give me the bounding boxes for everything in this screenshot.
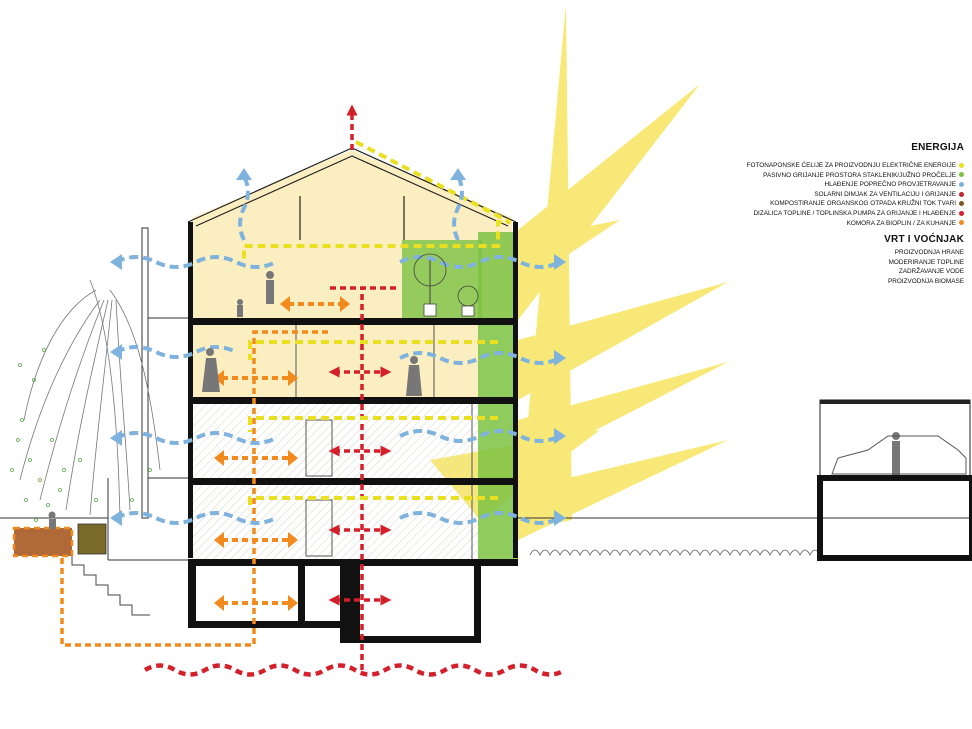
people-silhouettes: [48, 271, 900, 529]
legend-item: KOMORA ZA BIOPLIN / ZA KUHANJE: [664, 219, 964, 229]
legend-dot: [959, 191, 964, 197]
legend-garden-list: PROIZVODNJA HRANE MODERIRANJE TOPLINE ZA…: [664, 248, 964, 286]
legend-item: ZADRŽAVANJE VODE: [898, 268, 964, 276]
ground-heat-loop: [143, 663, 567, 677]
legend-dot: [959, 172, 964, 178]
heat-distribution-arrows: [222, 302, 342, 605]
legend-item-label: KOMPOSTIRANJE ORGANSKOG OTPADA KRUŽNI TO…: [770, 200, 956, 208]
pv-wiring: [242, 140, 511, 510]
legend-item-label: DIZALICA TOPLINE / TOPLINSKA PUMPA ZA GR…: [753, 209, 956, 217]
compost-bin: [77, 523, 107, 555]
willow-leaves: [10, 348, 152, 522]
legend-item-label: HLAĐENJE POPREČNO PROVJETRAVANJE: [824, 181, 956, 189]
legend-item: KOMPOSTIRANJE ORGANSKOG OTPADA KRUŽNI TO…: [664, 199, 964, 209]
garden-stair: [60, 554, 150, 616]
legend-dot: [959, 182, 964, 187]
legend-item: MODERIRANJE TOPLINE: [888, 258, 964, 266]
blue-arrowheads: [110, 168, 566, 526]
potted-trees: [413, 253, 479, 317]
shrubs: [529, 549, 821, 556]
legend-dot: [959, 162, 964, 168]
legend-dot: [959, 201, 964, 207]
legend-item-label: FOTONAPONSKE ĆELIJE ZA PROIZVODNJU ELEKT…: [746, 162, 956, 169]
solar-chimney: [330, 104, 398, 670]
orange-arrowheads: [214, 296, 350, 611]
greenhouse-top-floor: [402, 240, 482, 318]
legend: ENERGIJA FOTONAPONSKE ĆELIJE ZA PROIZVOD…: [664, 142, 964, 287]
cross-ventilation-arrows: [115, 175, 561, 525]
legend-dot: [959, 220, 964, 226]
legend-item-label: PASIVNO GRIJANJE PROSTORA STAKLENIK/JUŽN…: [763, 171, 956, 179]
legend-item-label: SOLARNI DIMJAK ZA VENTILACIJU I GRIJANJE: [814, 190, 956, 198]
biogas-chamber: [12, 526, 74, 558]
legend-item: DIZALICA TOPLINE / TOPLINSKA PUMPA ZA GR…: [664, 209, 964, 219]
legend-item-label: KOMORA ZA BIOPLIN / ZA KUHANJE: [846, 219, 956, 227]
willow-tree: [19, 279, 161, 521]
legend-energy-title: ENERGIJA: [911, 142, 964, 153]
balcony-stair: [107, 227, 188, 561]
garage: [817, 399, 972, 561]
legend-energy-list: FOTONAPONSKE ĆELIJE ZA PROIZVODNJU ELEKT…: [664, 161, 964, 228]
legend-item: PROIZVODNJA BIOMASE: [888, 277, 964, 285]
legend-item: PROIZVODNJA HRANE: [894, 249, 964, 257]
legend-garden-title: VRT I VOĆNJAK: [884, 234, 964, 246]
legend-item: PASIVNO GRIJANJE PROSTORA STAKLENIK/JUŽN…: [664, 171, 964, 181]
legend-item: HLAĐENJE POPREČNO PROVJETRAVANJE: [664, 180, 964, 190]
legend-item: FOTONAPONSKE ĆELIJE ZA PROIZVODNJU ELEKT…: [664, 161, 964, 171]
greenhouse-facade: [478, 232, 518, 559]
heat-pump-arrows: [328, 366, 392, 606]
legend-dot: [959, 210, 964, 216]
legend-item: SOLARNI DIMJAK ZA VENTILACIJU I GRIJANJE: [664, 190, 964, 200]
